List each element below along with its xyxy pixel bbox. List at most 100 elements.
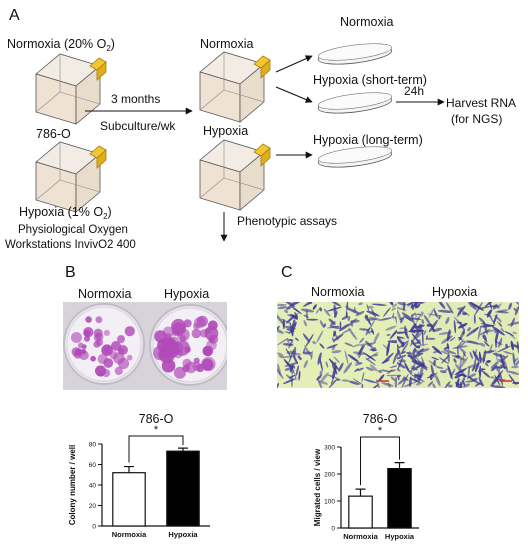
migrated-cell (365, 357, 376, 366)
migrated-cell (420, 311, 424, 317)
migrated-cell (404, 363, 411, 373)
migrated-cell (499, 353, 505, 370)
migrated-cell (310, 350, 313, 361)
migrated-cell (394, 316, 397, 326)
migrated-cell (294, 311, 299, 318)
migrated-cell (399, 327, 407, 330)
migrated-cell (462, 383, 470, 388)
migrated-cell (336, 378, 341, 381)
culture-flask-icon (199, 139, 271, 211)
migrated-cell (341, 328, 352, 334)
migrated-cell (295, 365, 299, 376)
mid-hypoxia-label: Hypoxia (203, 124, 248, 138)
migrated-cell (411, 365, 418, 371)
migrated-cell (365, 327, 370, 336)
migrated-cell (277, 325, 280, 333)
migrated-cell (365, 352, 379, 361)
migrated-cell (359, 328, 369, 331)
colony-spot (104, 346, 110, 353)
migrated-cell (298, 370, 301, 381)
migrated-cell (510, 340, 514, 351)
migrated-cell (415, 381, 423, 386)
migrated-cell (495, 364, 499, 372)
migrated-cell (448, 384, 453, 388)
migrated-cell (401, 312, 414, 321)
migrated-cell (297, 355, 302, 360)
migrated-cell (413, 376, 423, 384)
migrated-cell (492, 352, 506, 358)
migrated-cell (397, 343, 402, 357)
migrated-cell (312, 340, 316, 345)
migrated-cell (489, 305, 499, 308)
migrated-cell (415, 345, 421, 349)
migrated-cell (354, 362, 363, 366)
migrated-cell (331, 345, 336, 351)
migrated-cell (285, 307, 290, 310)
migrated-cell (277, 382, 279, 388)
mid-normoxia-label: Normoxia (200, 37, 254, 51)
chart-title: 786-O (363, 412, 398, 426)
y-axis-label: Colony number / well (68, 445, 77, 525)
migrated-cell (290, 364, 294, 373)
migrated-cell (507, 370, 519, 375)
migrated-cell (397, 342, 400, 349)
migrated-cell (486, 360, 491, 363)
migrated-cell (410, 367, 415, 371)
migrated-cell (382, 352, 394, 364)
colony-spot (117, 357, 130, 370)
migrated-cell (406, 352, 412, 355)
migrated-cell (350, 319, 360, 323)
migrated-cell (478, 377, 484, 387)
harvest-label-line2: (for NGS) (451, 112, 502, 126)
migrated-cell (435, 374, 441, 387)
error-bar (178, 447, 188, 452)
migrated-cell (413, 348, 421, 355)
colony-spot (191, 328, 201, 339)
migrated-cell (459, 347, 467, 354)
migrated-cell (426, 372, 438, 379)
migrated-cell (346, 302, 349, 312)
culture-flask-icon (35, 53, 107, 125)
migrated-cell (326, 306, 342, 312)
migrated-cell (400, 316, 405, 324)
migrated-cell (462, 355, 464, 363)
migrated-cell (288, 349, 294, 364)
migration-photo-normoxia (277, 302, 397, 388)
migrated-cell (508, 302, 512, 310)
migrated-cell (452, 345, 468, 349)
migrated-cell (317, 352, 322, 365)
migrated-cell (496, 320, 502, 327)
migrated-cell (348, 327, 358, 341)
migrated-cell (292, 364, 296, 369)
migrated-cell (432, 383, 436, 388)
colony-spot (93, 340, 101, 348)
time-label: 24h (404, 84, 424, 98)
migrated-cell (481, 368, 486, 370)
migrated-cell (495, 309, 509, 313)
migrated-cell (397, 302, 407, 306)
migrated-cell (388, 302, 394, 306)
migrated-cell (468, 302, 477, 310)
migrated-cell (373, 332, 380, 343)
hypoxia-condition-label: Hypoxia (1% O2) (19, 205, 112, 221)
migrated-cell (369, 364, 378, 372)
error-bar (355, 488, 366, 497)
migrated-cell (397, 336, 405, 339)
migrated-cell (447, 351, 450, 363)
migrated-cell (472, 326, 480, 333)
migrated-cell (389, 364, 397, 368)
migrated-cell (318, 380, 329, 385)
migrated-cell (333, 356, 341, 364)
migrated-cell (397, 357, 403, 370)
bar-hypoxia (166, 450, 200, 527)
migrated-cell (369, 347, 377, 351)
colony-spot (184, 346, 191, 353)
migrated-cell (472, 378, 478, 381)
chart-title: 786-O (139, 412, 174, 426)
migrated-cell (410, 313, 415, 318)
migrated-cell (283, 302, 296, 307)
migrated-cell (457, 305, 466, 315)
migrated-cell (459, 375, 466, 388)
migrated-cell (412, 302, 424, 304)
